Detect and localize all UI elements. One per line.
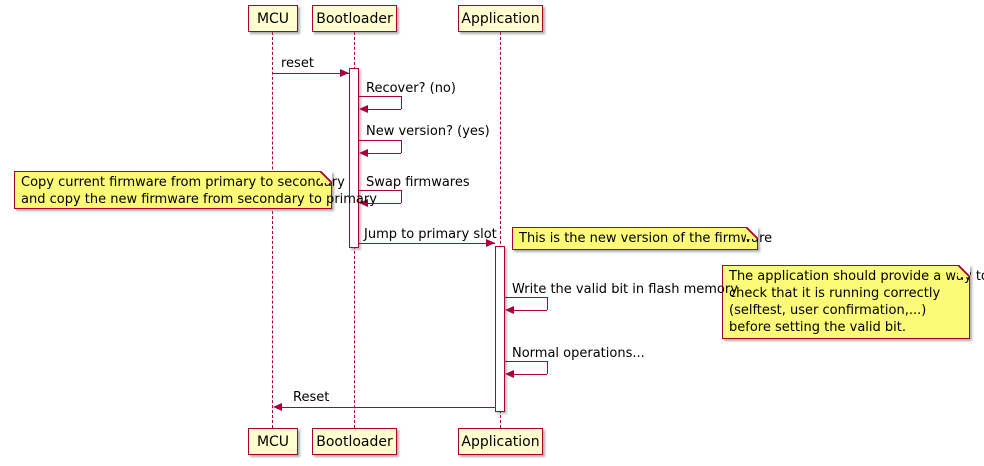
- note-fold-icon: [320, 171, 332, 183]
- note-selftest-line-2: check that it is running correctly: [729, 286, 941, 301]
- note-selftest-line-1: The application should provide a way to: [729, 269, 984, 284]
- note-new-version: This is the new version of the firmware: [512, 227, 773, 250]
- participant-application-top: Application: [458, 5, 543, 32]
- self-message-side-line: [401, 140, 402, 153]
- arrowhead-right-icon: [340, 69, 349, 77]
- arrowhead-left-icon: [505, 306, 514, 314]
- note-new-version-line-1: This is the new version of the firmware: [519, 231, 773, 246]
- note-fold-icon: [746, 227, 758, 239]
- note-selftest-line-4: before setting the valid bit.: [729, 320, 906, 335]
- self-message-side-line: [547, 361, 548, 374]
- message-label-jump: Jump to primary slot: [364, 227, 497, 242]
- message-line-jump: [359, 243, 495, 244]
- self-message-bottom-line: [367, 109, 401, 110]
- message-label-write-valid-bit: Write the valid bit in flash memory: [512, 282, 738, 297]
- note-selftest: The application should provide a way to …: [722, 265, 984, 339]
- self-message-side-line: [401, 190, 402, 203]
- note-copy-line-2: and copy the new firmware from secondary…: [21, 192, 377, 207]
- arrowhead-left-icon: [359, 105, 368, 113]
- arrowhead-left-icon: [359, 199, 368, 207]
- message-line-reset-back: [281, 407, 495, 408]
- participant-bootloader-label: Bootloader: [316, 10, 393, 27]
- self-message-top-line: [359, 96, 401, 97]
- arrowhead-left-icon: [273, 403, 282, 411]
- note-selftest-line-3: (selftest, user confirmation,...): [729, 303, 927, 318]
- participant-application-label: Application: [461, 10, 540, 27]
- message-label-normal-operations: Normal operations...: [512, 346, 645, 361]
- self-message-top-line: [359, 140, 401, 141]
- participant-bootloader-label: Bootloader: [316, 433, 393, 450]
- activation-application: [495, 246, 505, 412]
- self-message-top-line: [359, 190, 401, 191]
- participant-bootloader-bottom: Bootloader: [312, 428, 397, 455]
- lifeline-mcu: [272, 32, 273, 428]
- note-fold-icon: [958, 265, 970, 277]
- participant-bootloader-top: Bootloader: [312, 5, 397, 32]
- participant-mcu-label: MCU: [256, 433, 290, 450]
- message-label-swap: Swap firmwares: [366, 175, 470, 190]
- lifeline-application: [500, 32, 501, 428]
- participant-mcu-bottom: MCU: [248, 428, 298, 455]
- self-message-bottom-line: [367, 203, 401, 204]
- participant-mcu-label: MCU: [256, 10, 290, 27]
- self-message-top-line: [505, 361, 547, 362]
- self-message-bottom-line: [367, 153, 401, 154]
- message-label-new-version: New version? (yes): [366, 124, 490, 139]
- message-label-recover: Recover? (no): [366, 81, 456, 96]
- arrowhead-left-icon: [359, 149, 368, 157]
- self-message-bottom-line: [513, 374, 547, 375]
- note-copy-line-1: Copy current firmware from primary to se…: [21, 175, 345, 190]
- arrowhead-right-icon: [486, 239, 495, 247]
- message-label-reset-back: Reset: [293, 390, 330, 405]
- participant-application-bottom: Application: [458, 428, 543, 455]
- participant-mcu-top: MCU: [248, 5, 298, 32]
- participant-application-label: Application: [461, 433, 540, 450]
- note-copy-firmware: Copy current firmware from primary to se…: [14, 171, 377, 209]
- self-message-side-line: [401, 96, 402, 109]
- activation-bootloader: [349, 68, 359, 248]
- message-label-reset: reset: [281, 56, 314, 71]
- self-message-bottom-line: [513, 310, 547, 311]
- self-message-top-line: [505, 297, 547, 298]
- message-line-reset: [273, 73, 349, 74]
- self-message-side-line: [547, 297, 548, 310]
- arrowhead-left-icon: [505, 370, 514, 378]
